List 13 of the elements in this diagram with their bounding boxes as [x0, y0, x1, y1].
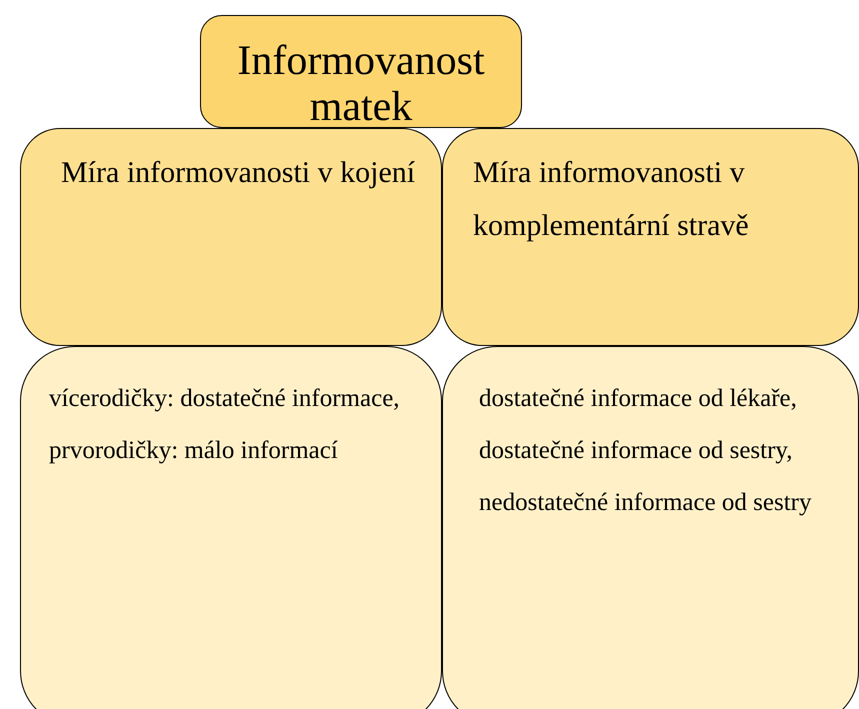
category-box [442, 128, 859, 346]
content-box [20, 346, 442, 709]
title-box [200, 15, 522, 128]
content-text: prvorodičky: málo informací [49, 436, 339, 466]
content-text: nedostatečné informace od sestry [479, 488, 813, 518]
title-text: Informovanost matek [236, 38, 486, 130]
content-box [442, 346, 859, 709]
category-heading: Míra informovanosti v komplementární stravě [473, 155, 750, 244]
content-text: dostatečné informace od lékaře, [479, 384, 798, 414]
category-heading: Míra informovanosti v kojení [61, 155, 416, 191]
content-text: vícerodičky: dostatečné informace, [49, 384, 401, 414]
content-text: dostatečné informace od sestry, [479, 436, 794, 466]
category-box [20, 128, 442, 346]
